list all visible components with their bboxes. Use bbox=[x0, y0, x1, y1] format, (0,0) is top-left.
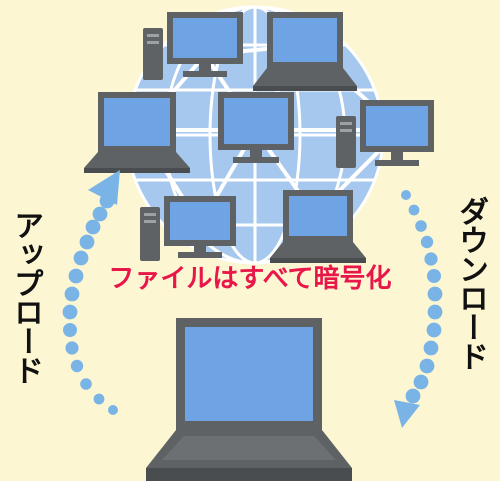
arrow-dot bbox=[401, 190, 411, 200]
laptop-icon bbox=[146, 318, 352, 481]
arrow-dot bbox=[427, 269, 441, 283]
arrow-dot bbox=[424, 252, 438, 266]
desktop-computer-icon bbox=[218, 92, 294, 163]
desktop-computer-icon bbox=[143, 12, 243, 80]
arrow-dot bbox=[426, 322, 442, 338]
arrow-dot bbox=[79, 234, 95, 250]
arrow-dot bbox=[92, 206, 108, 222]
desktop-computer-icon bbox=[140, 196, 236, 261]
arrow-dot bbox=[420, 235, 434, 249]
arrow-dot bbox=[93, 393, 105, 405]
laptop-icon bbox=[270, 190, 366, 263]
upload-label: アップロード bbox=[8, 210, 43, 384]
arrow-dot bbox=[73, 250, 89, 266]
upload-arrow bbox=[62, 170, 120, 415]
arrow-dot bbox=[405, 388, 421, 404]
encryption-caption: ファイルはすべて暗号化 bbox=[108, 264, 392, 294]
arrow-dot bbox=[427, 286, 443, 302]
arrow-dot bbox=[413, 374, 429, 390]
arrow-dot bbox=[415, 220, 427, 232]
arrow-dot bbox=[108, 405, 118, 415]
arrowhead-icon bbox=[394, 400, 420, 428]
arrow-dot bbox=[80, 378, 92, 390]
arrow-dot bbox=[64, 286, 80, 302]
download-label: ダウンロード bbox=[453, 196, 488, 370]
arrow-dot bbox=[70, 359, 84, 373]
arrow-dot bbox=[419, 358, 435, 374]
arrow-dot bbox=[427, 304, 443, 320]
arrow-dot bbox=[423, 340, 439, 356]
arrow-dot bbox=[85, 219, 101, 235]
download-arrow bbox=[394, 190, 443, 428]
arrow-dot bbox=[65, 341, 79, 355]
arrow-dot bbox=[68, 268, 84, 284]
arrowhead-icon bbox=[88, 170, 120, 205]
desktop-computer-icon bbox=[336, 100, 434, 168]
arrow-dot bbox=[62, 304, 78, 320]
laptop-icon bbox=[253, 12, 357, 91]
arrow-dot bbox=[408, 204, 420, 216]
laptop-icon bbox=[84, 92, 190, 173]
arrow-dot bbox=[63, 323, 77, 337]
